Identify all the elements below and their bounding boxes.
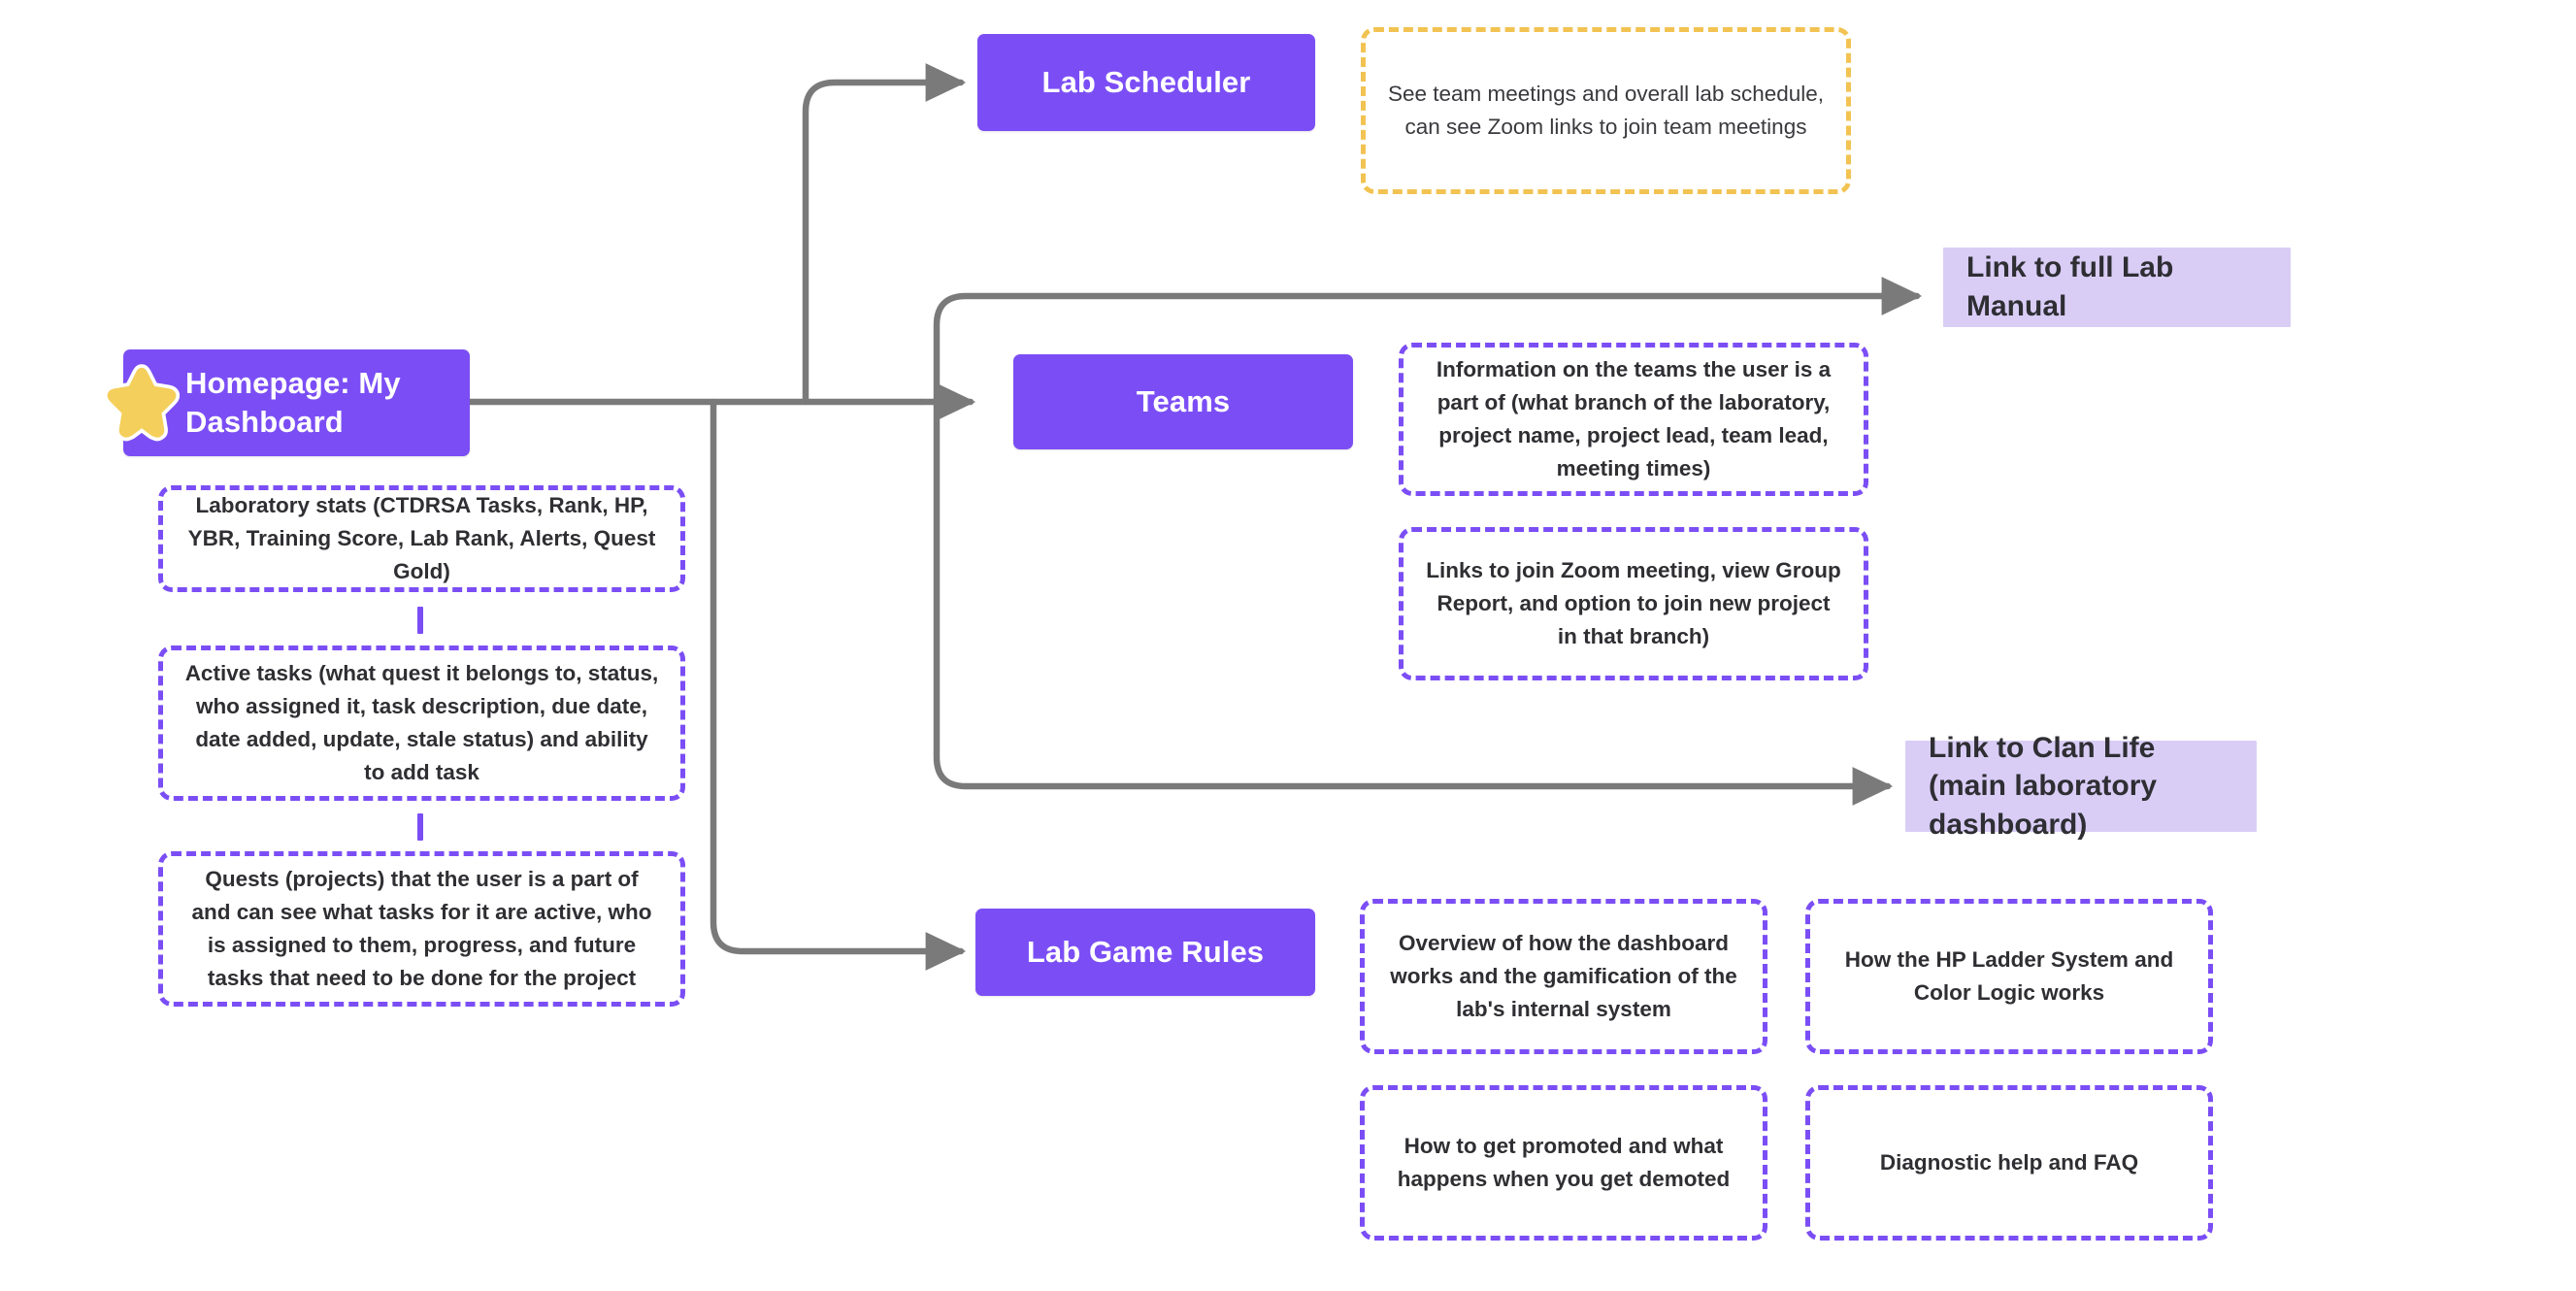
detail-lab-stats: Laboratory stats (CTDRSA Tasks, Rank, HP… [158,485,685,592]
node-homepage[interactable]: Homepage: My Dashboard [103,349,470,456]
node-lab-game-rules-label: Lab Game Rules [1026,934,1265,969]
node-lab-game-rules[interactable]: Lab Game Rules [975,909,1315,996]
detail-lab-scheduler-note: See team meetings and overall lab schedu… [1361,27,1851,194]
detail-teams-info-text: Information on the teams the user is a p… [1436,356,1832,481]
edge-to-lab-game-rules [710,398,967,971]
detail-quests: Quests (projects) that the user is a par… [158,851,685,1007]
node-teams-label: Teams [1136,383,1231,418]
node-homepage-label: Homepage: My Dashboard [185,365,401,439]
node-teams[interactable]: Teams [1013,354,1353,449]
node-lab-scheduler[interactable]: Lab Scheduler [977,34,1315,131]
detail-lab-scheduler-note-text: See team meetings and overall lab schedu… [1387,81,1825,139]
stack-connector-tick-2 [417,813,423,841]
star-icon [103,364,181,442]
detail-teams-info: Information on the teams the user is a p… [1399,343,1868,496]
node-link-lab-manual[interactable]: Link to full Lab Manual [1943,248,2291,327]
node-link-clan-life-label: Link to Clan Life (main laboratory dashb… [1929,731,2158,841]
detail-lab-stats-text: Laboratory stats (CTDRSA Tasks, Rank, HP… [187,492,656,584]
detail-rules-overview-text: Overview of how the dashboard works and … [1390,930,1737,1022]
node-link-lab-manual-label: Link to full Lab Manual [1966,251,2174,322]
detail-rules-promotion: How to get promoted and what happens whe… [1360,1085,1767,1241]
detail-active-tasks-text: Active tasks (what quest it belongs to, … [184,660,659,785]
detail-rules-faq-text: Diagnostic help and FAQ [1879,1149,2139,1175]
detail-teams-links: Links to join Zoom meeting, view Group R… [1399,527,1868,680]
detail-quests-text: Quests (projects) that the user is a par… [191,866,652,991]
detail-teams-links-text: Links to join Zoom meeting, view Group R… [1426,557,1841,649]
detail-rules-hp-ladder: How the HP Ladder System and Color Logic… [1805,899,2213,1054]
node-lab-scheduler-label: Lab Scheduler [1041,64,1251,99]
node-link-clan-life[interactable]: Link to Clan Life (main laboratory dashb… [1905,732,2257,841]
stack-connector-tick [417,607,423,634]
detail-active-tasks: Active tasks (what quest it belongs to, … [158,646,685,801]
edge-to-lab-scheduler [802,63,967,406]
detail-rules-faq: Diagnostic help and FAQ [1805,1085,2213,1241]
detail-rules-hp-ladder-text: How the HP Ladder System and Color Logic… [1844,946,2174,1005]
detail-rules-promotion-text: How to get promoted and what happens whe… [1397,1133,1731,1191]
detail-rules-overview: Overview of how the dashboard works and … [1360,899,1767,1054]
